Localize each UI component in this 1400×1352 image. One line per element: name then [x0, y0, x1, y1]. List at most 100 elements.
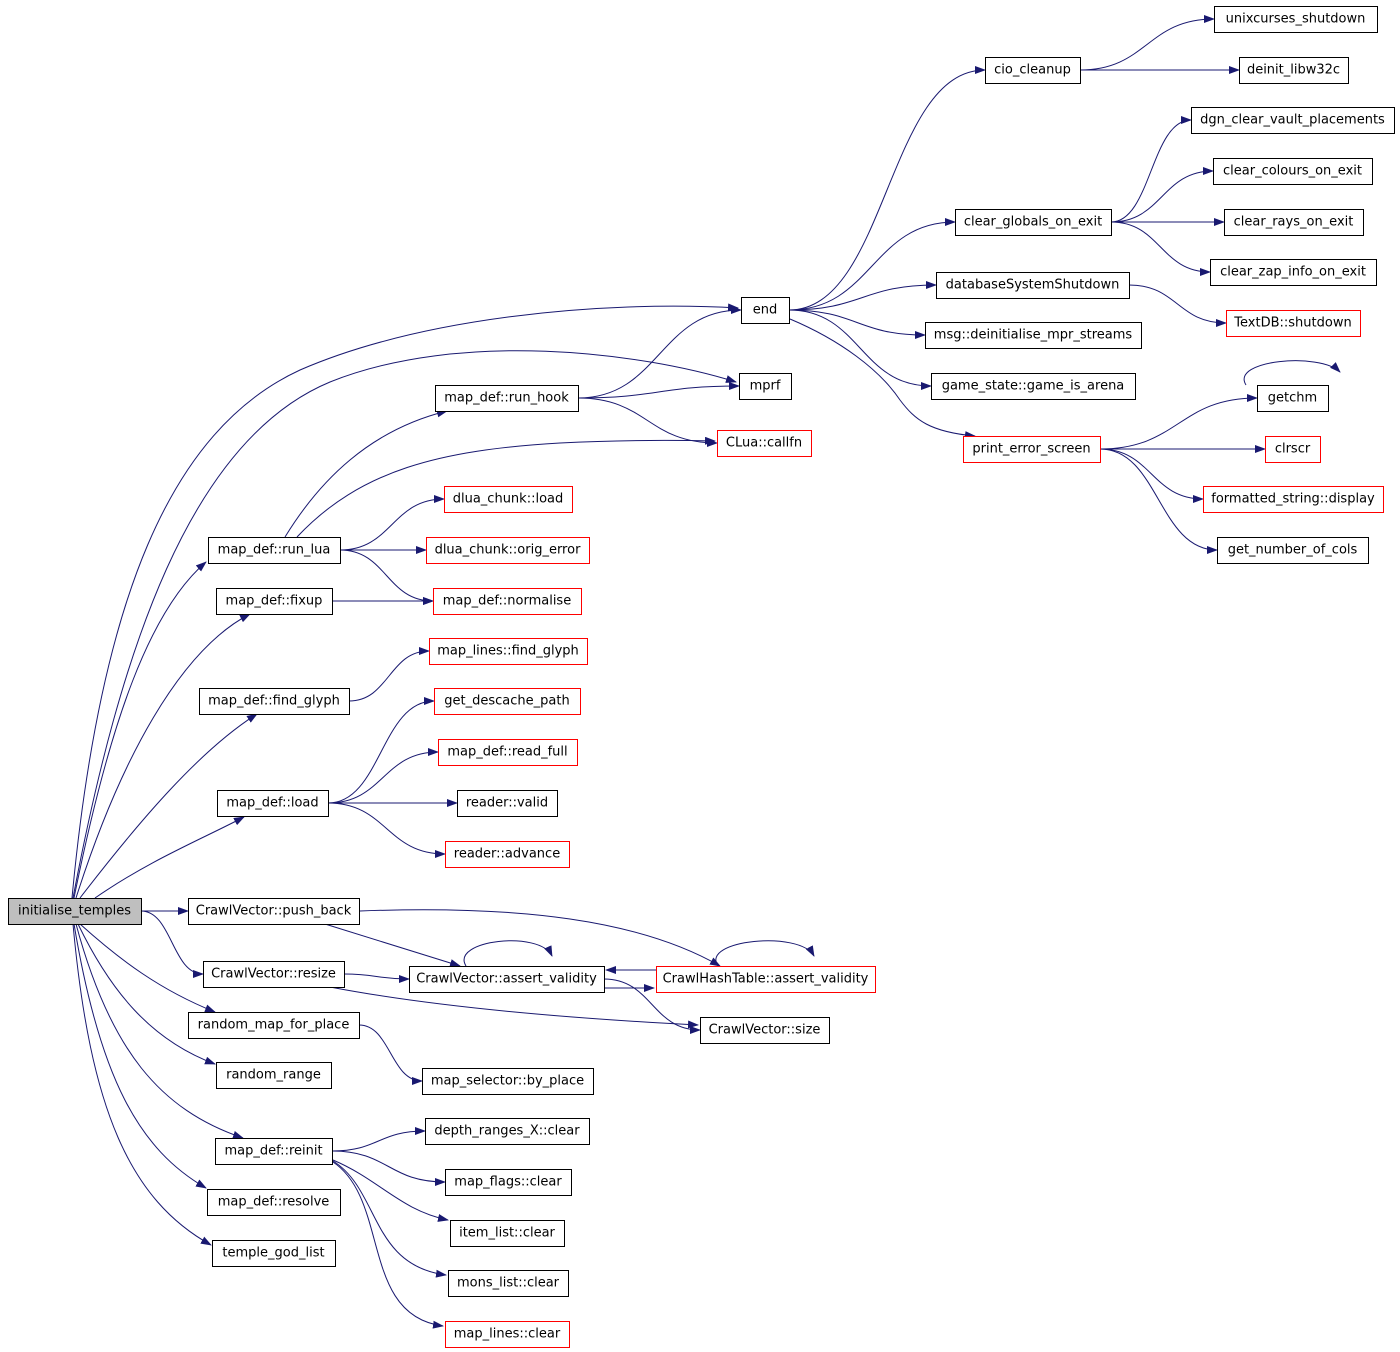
node-box	[985, 57, 1081, 84]
node-box	[955, 209, 1112, 236]
node-label: map_def::run_hook	[444, 391, 569, 406]
node-label: CrawlVector::assert_validity	[416, 972, 597, 987]
node-reinit[interactable]: map_def::reinit	[215, 1138, 333, 1165]
node-box	[1226, 310, 1361, 337]
node-box	[216, 1062, 332, 1089]
node-label: msg::deinitialise_mpr_streams	[934, 328, 1133, 343]
node-box	[931, 373, 1136, 400]
node-ml-find-glyph[interactable]: map_lines::find_glyph	[429, 638, 588, 665]
node-run-hook[interactable]: map_def::run_hook	[435, 385, 579, 412]
call-edge-load-to-descache	[327, 697, 435, 804]
node-box	[963, 436, 1101, 463]
node-find-glyph[interactable]: map_def::find_glyph	[199, 688, 350, 715]
node-normalise[interactable]: map_def::normalise	[433, 588, 582, 615]
node-label: map_def::normalise	[443, 594, 571, 609]
call-edge-run_lua-to-dlua_load	[339, 495, 445, 551]
node-load[interactable]: map_def::load	[217, 790, 329, 817]
node-box	[212, 1240, 336, 1267]
node-flags-clear[interactable]: map_flags::clear	[445, 1169, 572, 1196]
call-edge-cv_assert-to-cv_assert	[463, 940, 553, 967]
node-label: initialise_temples	[18, 904, 131, 919]
node-box	[1217, 537, 1369, 564]
call-edge-run_hook-to-end	[577, 306, 742, 399]
node-getchm[interactable]: getchm	[1257, 385, 1329, 412]
node-depth-clear[interactable]: depth_ranges_X::clear	[425, 1118, 590, 1145]
node-game-is-arena[interactable]: game_state::game_is_arena	[931, 373, 1136, 400]
node-box	[450, 1220, 565, 1247]
node-reader-advance[interactable]: reader::advance	[445, 841, 570, 868]
node-label: map_def::load	[226, 796, 318, 811]
node-print-error-screen[interactable]: print_error_screen	[963, 436, 1101, 463]
node-clear-colours[interactable]: clear_colours_on_exit	[1213, 158, 1373, 185]
node-clear-rays[interactable]: clear_rays_on_exit	[1224, 209, 1364, 236]
node-fs-display[interactable]: formatted_string::display	[1203, 486, 1384, 513]
node-random-range[interactable]: random_range	[216, 1062, 332, 1089]
node-mons-clear[interactable]: mons_list::clear	[448, 1270, 569, 1297]
node-clrscr[interactable]: clrscr	[1265, 436, 1321, 463]
node-orig-error[interactable]: dlua_chunk::orig_error	[426, 537, 590, 564]
call-edge-initialise_temples-to-find_glyph	[79, 713, 258, 899]
node-get-number-of-cols[interactable]: get_number_of_cols	[1217, 537, 1369, 564]
node-reader-valid[interactable]: reader::valid	[457, 790, 558, 817]
node-dgn-clear[interactable]: dgn_clear_vault_placements	[1191, 107, 1395, 134]
node-random-map-for-place[interactable]: random_map_for_place	[188, 1012, 360, 1039]
call-edge-cio_cleanup-to-unixcurses_shutdown	[1079, 15, 1215, 71]
node-lines-clear[interactable]: map_lines::clear	[445, 1321, 570, 1348]
node-textdb-shutdown[interactable]: TextDB::shutdown	[1226, 310, 1361, 337]
call-edge-run_hook-to-mprf	[577, 382, 740, 399]
node-mprf[interactable]: mprf	[739, 373, 792, 400]
node-label: random_range	[226, 1068, 321, 1083]
node-run-lua[interactable]: map_def::run_lua	[208, 537, 341, 564]
call-edge-random_map_for_place-to-by_place	[358, 1024, 423, 1085]
node-box	[208, 537, 341, 564]
node-box	[448, 1270, 569, 1297]
node-cv-size[interactable]: CrawlVector::size	[700, 1017, 830, 1044]
node-label: formatted_string::display	[1211, 492, 1375, 507]
node-dlua-load[interactable]: dlua_chunk::load	[444, 486, 573, 513]
node-deinit-libw32c[interactable]: deinit_libw32c	[1239, 57, 1349, 84]
node-fixup[interactable]: map_def::fixup	[216, 588, 333, 615]
node-resize[interactable]: CrawlVector::resize	[203, 961, 345, 988]
node-callfn[interactable]: CLua::callfn	[717, 430, 812, 457]
node-push-back[interactable]: CrawlVector::push_back	[188, 898, 360, 925]
node-deinit-mpr[interactable]: msg::deinitialise_mpr_streams	[925, 322, 1142, 349]
node-by-place[interactable]: map_selector::by_place	[422, 1068, 594, 1095]
node-box	[422, 1068, 594, 1095]
call-edge-end-to-deinit_mpr	[788, 309, 926, 339]
node-databaseSystemShutdown[interactable]: databaseSystemShutdown	[936, 272, 1130, 299]
call-edge-reinit-to-flags_clear	[331, 1150, 446, 1186]
node-box	[700, 1017, 830, 1044]
call-edge-initialise_temples-to-resize	[140, 910, 204, 978]
node-initialise-temples[interactable]: initialise_temples	[8, 898, 142, 925]
call-edge-initialise_temples-to-mprf	[72, 350, 737, 899]
node-unixcurses-shutdown[interactable]: unixcurses_shutdown	[1214, 6, 1378, 33]
node-label: map_lines::find_glyph	[437, 644, 579, 659]
node-cht-assert[interactable]: CrawlHashTable::assert_validity	[656, 966, 876, 993]
node-cv-assert[interactable]: CrawlVector::assert_validity	[409, 966, 605, 993]
node-clear-globals-on-exit[interactable]: clear_globals_on_exit	[955, 209, 1112, 236]
call-edge-run_hook-to-callfn	[577, 397, 718, 447]
node-label: end	[753, 303, 778, 318]
node-label: dlua_chunk::orig_error	[435, 543, 582, 558]
node-clear-zap[interactable]: clear_zap_info_on_exit	[1210, 259, 1377, 286]
node-resolve[interactable]: map_def::resolve	[207, 1189, 341, 1216]
call-edge-initialise_temples-to-end	[71, 303, 739, 899]
call-edge-end-to-cio_cleanup	[788, 66, 986, 311]
call-edge-clear_globals_on_exit-to-clear_zap	[1110, 221, 1211, 276]
node-end[interactable]: end	[741, 297, 790, 324]
node-label: reader::valid	[466, 796, 548, 811]
node-item-clear[interactable]: item_list::clear	[450, 1220, 565, 1247]
call-edge-load-to-reader_advance	[327, 802, 446, 858]
node-label: CLua::callfn	[726, 436, 802, 451]
call-edge-end-to-clear_globals_on_exit	[788, 218, 956, 311]
call-edge-databaseSystemShutdown-to-textdb_shutdown	[1128, 284, 1227, 327]
node-cio-cleanup[interactable]: cio_cleanup	[985, 57, 1081, 84]
node-read-full[interactable]: map_def::read_full	[438, 739, 578, 766]
node-box	[199, 688, 350, 715]
node-descache[interactable]: get_descache_path	[434, 688, 581, 715]
node-label: reader::advance	[454, 847, 560, 862]
node-box	[444, 486, 573, 513]
node-label: print_error_screen	[972, 442, 1090, 457]
node-box	[215, 1138, 333, 1165]
node-temple-god-list[interactable]: temple_god_list	[212, 1240, 336, 1267]
